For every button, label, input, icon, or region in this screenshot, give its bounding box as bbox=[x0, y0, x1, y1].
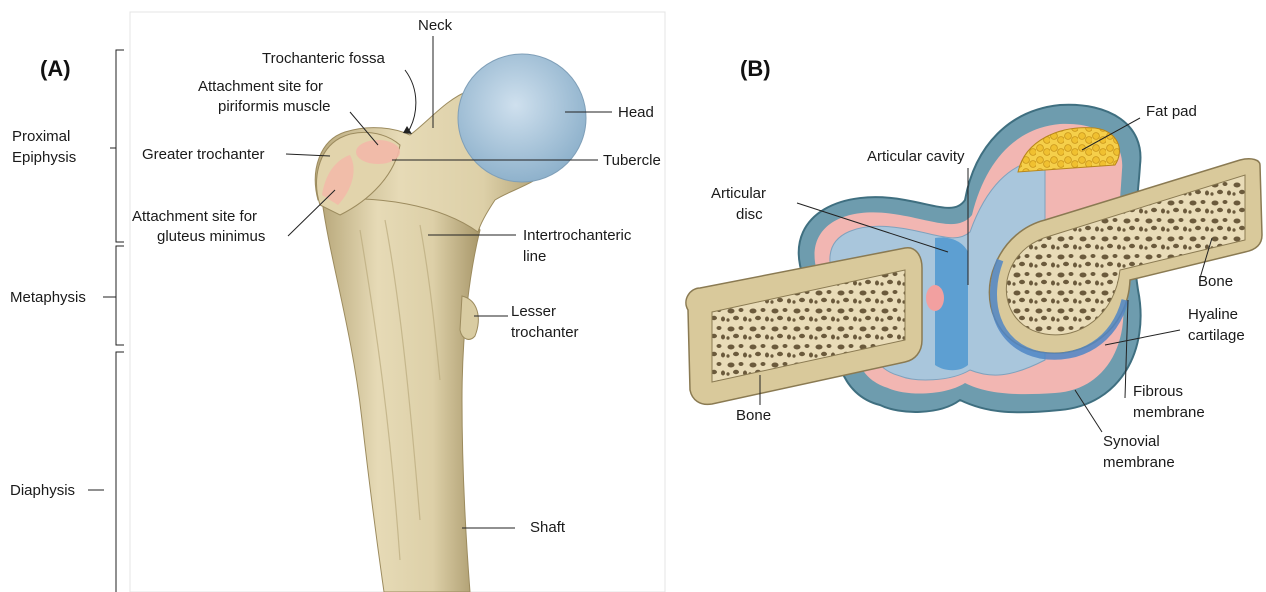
piriformis-label-line2: piriformis muscle bbox=[218, 98, 331, 115]
proximal-epiphysis-bracket bbox=[116, 50, 124, 242]
articular-disc-pink-node bbox=[926, 285, 944, 311]
panel-b-letter: (B) bbox=[740, 56, 771, 81]
diaphysis-bracket bbox=[116, 352, 124, 592]
panel-a-letter: (A) bbox=[40, 56, 71, 81]
fibrous-label-line2: membrane bbox=[1133, 404, 1205, 421]
gluteus-label-line1: Attachment site for bbox=[132, 208, 257, 225]
femoral-head bbox=[458, 54, 586, 182]
intertrochanteric-label-line1: Intertrochanteric bbox=[523, 227, 632, 244]
tubercle-label: Tubercle bbox=[603, 152, 661, 169]
shaft-label: Shaft bbox=[530, 519, 566, 536]
panel-b: (B) Fat pad Articular cavity Articular d… bbox=[686, 56, 1262, 471]
articular-cavity-label: Articular cavity bbox=[867, 148, 965, 165]
panel-a: (A) Proximal Epiphysis Metaphysis Diaphy… bbox=[10, 12, 665, 592]
hyaline-label-line1: Hyaline bbox=[1188, 306, 1238, 323]
articular-disc-label-line2: disc bbox=[736, 206, 763, 223]
proximal-epiphysis-label-line2: Epiphysis bbox=[12, 149, 76, 166]
intertrochanteric-label-line2: line bbox=[523, 248, 546, 265]
neck-label: Neck bbox=[418, 17, 453, 34]
right-bone-label: Bone bbox=[1198, 273, 1233, 290]
proximal-epiphysis-label-line1: Proximal bbox=[12, 128, 70, 145]
gluteus-label-line2: gluteus minimus bbox=[157, 228, 265, 245]
fat-pad-label: Fat pad bbox=[1146, 103, 1197, 120]
piriformis-label-line1: Attachment site for bbox=[198, 78, 323, 95]
fibrous-label-line1: Fibrous bbox=[1133, 383, 1183, 400]
greater-trochanter-label: Greater trochanter bbox=[142, 146, 265, 163]
diaphysis-label: Diaphysis bbox=[10, 482, 75, 499]
articular-disc-label-line1: Articular bbox=[711, 185, 766, 202]
left-bone-label: Bone bbox=[736, 407, 771, 424]
synovial-label-line1: Synovial bbox=[1103, 433, 1160, 450]
lesser-trochanter-label-line2: trochanter bbox=[511, 324, 579, 341]
trochanteric-fossa-label: Trochanteric fossa bbox=[262, 50, 385, 67]
hyaline-label-line2: cartilage bbox=[1188, 327, 1245, 344]
lesser-trochanter-label-line1: Lesser bbox=[511, 303, 556, 320]
metaphysis-bracket bbox=[116, 246, 124, 345]
metaphysis-label: Metaphysis bbox=[10, 289, 86, 306]
synovial-label-line2: membrane bbox=[1103, 454, 1175, 471]
head-label: Head bbox=[618, 104, 654, 121]
